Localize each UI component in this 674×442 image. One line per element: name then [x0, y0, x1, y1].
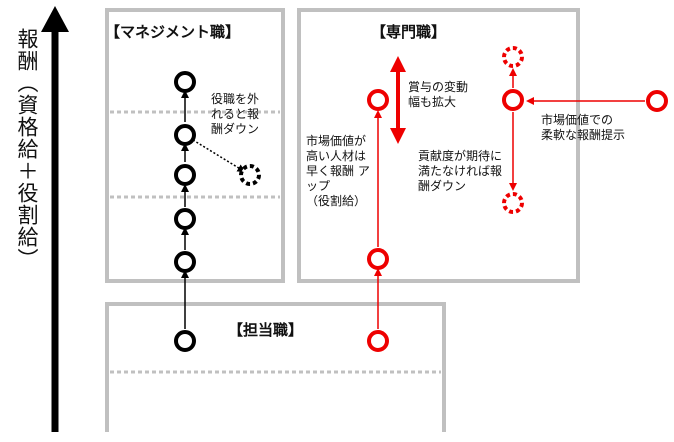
salary-axis-arrow — [41, 6, 69, 432]
node-black — [174, 208, 196, 230]
staff-box — [105, 302, 446, 432]
specialist-nodes — [367, 46, 668, 352]
management-ladder — [181, 90, 246, 329]
node-black — [174, 251, 196, 273]
bonus-note: 賞与の変動 幅も拡大 — [408, 80, 469, 109]
management-nodes — [174, 71, 261, 352]
node-black — [174, 124, 196, 146]
fast-raise-note: 市場価値が 高い人材は 早く報酬 ア ップ （役割給） — [306, 134, 370, 208]
node-red — [646, 90, 668, 112]
performance-down-note: 貢献度が期待に 満たなければ報 酬ダウン — [418, 149, 503, 193]
node-black — [174, 330, 196, 352]
node-red — [367, 248, 389, 270]
specialist-title: 【専門職】 — [371, 23, 447, 41]
management-box — [105, 8, 285, 283]
node-black-dashed — [239, 164, 261, 186]
market-value-note: 市場価値での 柔軟な報酬提示 — [541, 113, 626, 142]
node-black — [174, 71, 196, 93]
specialist-box — [297, 8, 580, 283]
node-red — [367, 89, 389, 111]
specialist-paths — [374, 68, 645, 329]
mgmt-down-note: 役職を外 れると報 酬ダウン — [211, 92, 260, 136]
node-red-dashed — [502, 192, 524, 214]
management-title: 【マネジメント職】 — [105, 23, 241, 41]
salary-axis-label: 報酬（資格給＋役割給） — [15, 28, 39, 270]
node-red — [367, 330, 389, 352]
bonus-range-arrow — [390, 56, 406, 144]
node-black — [174, 164, 196, 186]
node-red-dashed — [502, 46, 524, 68]
node-red — [502, 89, 524, 111]
staff-title: 【担当職】 — [228, 321, 304, 339]
